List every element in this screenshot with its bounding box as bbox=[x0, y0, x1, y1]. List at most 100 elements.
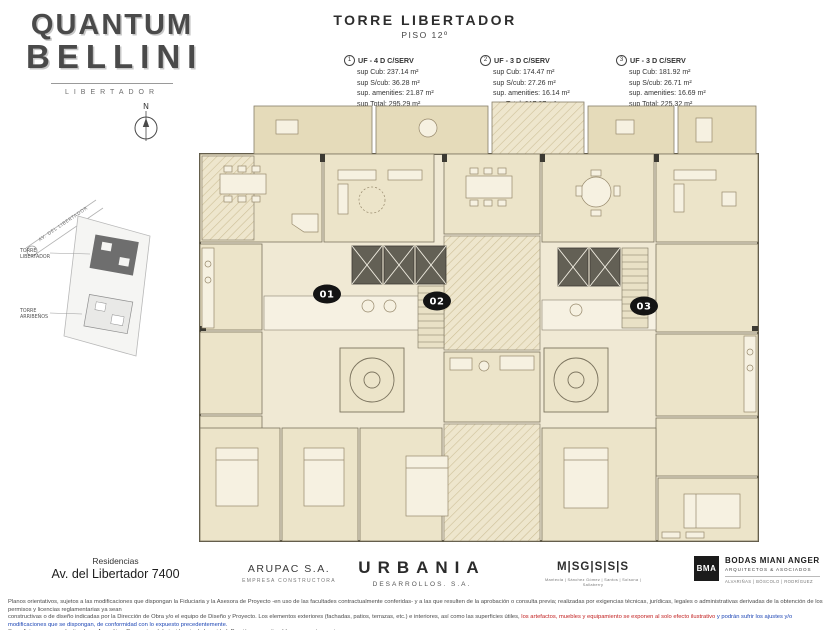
disclaimer-line-2-red: los artefactos, muebles y equipamiento s… bbox=[521, 614, 716, 621]
elevator-x-marks bbox=[351, 245, 447, 285]
sheet-title: TORRE LIBERTADOR bbox=[333, 12, 517, 28]
unit-2-type: UF - 3 D C/SERV bbox=[494, 56, 550, 65]
bma-partner-names: ALVARIÑAS | BÓSCOLO | RODRÍGUEZ bbox=[725, 576, 820, 584]
sup-cub-label: sup Cub: bbox=[629, 69, 658, 76]
unit-1-header: 1 UF - 4 D C/SERV bbox=[344, 55, 462, 66]
sup-scub-value: 27.26 m² bbox=[528, 79, 556, 87]
brand-tagline: LIBERTADOR bbox=[50, 83, 174, 96]
footer-msgsss-logo: M|SG|S|S|S Manteola | Sánchez Gómez | Sa… bbox=[543, 561, 643, 587]
amenities-value: 16.14 m² bbox=[542, 90, 570, 97]
north-compass-icon: N bbox=[134, 102, 158, 141]
sup-scub-label: sup S/cub: bbox=[629, 79, 663, 87]
leader-line-arribenos bbox=[49, 312, 83, 315]
unit-2-number-circle: 2 bbox=[480, 55, 491, 66]
unit-3-amenities: sup. amenities: 16.69 m² bbox=[616, 89, 734, 100]
unit-3-sup-cub: sup Cub: 181.92 m² bbox=[616, 68, 734, 79]
urbania-name: URBANIA bbox=[358, 558, 486, 577]
amenities-value: 16.69 m² bbox=[678, 90, 706, 97]
tower-libertador-label-2: LIBERTADOR bbox=[20, 254, 51, 260]
roundabout-icon bbox=[26, 245, 38, 257]
disclaimer-line-2-pre: constructivas o de diseño indicadas por … bbox=[8, 614, 522, 621]
unit-1-type: UF - 4 D C/SERV bbox=[358, 56, 414, 65]
urbania-subtitle: DESARROLLOS. S.A. bbox=[372, 581, 472, 588]
brand-name-bellini: BELLINI bbox=[26, 38, 204, 75]
unit-info-1: 1 UF - 4 D C/SERV sup Cub: 237.14 m² sup… bbox=[344, 55, 462, 110]
amenities-label: sup. amenities: bbox=[357, 90, 405, 97]
round-features bbox=[339, 347, 609, 413]
total-value: 225.32 m² bbox=[660, 100, 693, 108]
footer-arupac-logo: ARUPAC S.A. EMPRESA CONSTRUCTORA bbox=[233, 563, 345, 584]
bma-logo-mark: BMA bbox=[694, 556, 719, 581]
tower-libertador-label-1: TORRE bbox=[19, 248, 36, 254]
unit-info-3: 3 UF - 3 D C/SERV sup Cub: 181.92 m² sup… bbox=[616, 55, 734, 110]
plan-furniture bbox=[201, 117, 757, 539]
elevator-core-b bbox=[557, 247, 621, 287]
sup-cub-label: sup Cub: bbox=[493, 69, 522, 76]
brand-logo: QUANTUM BELLINI LIBERTADOR bbox=[26, 10, 198, 99]
total-label: sup Total: bbox=[357, 100, 387, 108]
structural-columns bbox=[200, 154, 758, 331]
brand-name-quantum: QUANTUM bbox=[30, 9, 194, 41]
disclaimer-line-2-blue: y podrán sufrir los ajustes y/o modifica… bbox=[8, 614, 793, 628]
sup-cub-label: sup Cub: bbox=[357, 69, 386, 76]
plan-terraces bbox=[253, 101, 757, 155]
unit-badges: 01 02 03 bbox=[313, 284, 658, 316]
sup-cub-value: 174.47 m² bbox=[522, 69, 555, 76]
sup-scub-value: 36.28 m² bbox=[392, 79, 420, 87]
unit-1-number-circle: 1 bbox=[344, 55, 355, 66]
bma-subtitle: ARQUITECTOS & ASOCIADOS bbox=[725, 567, 812, 572]
sup-scub-value: 26.71 m² bbox=[664, 79, 692, 87]
elevator-x-marks bbox=[557, 247, 621, 287]
unit-3-sup-scub: sup S/cub: 26.71 m² bbox=[616, 79, 734, 90]
piano-icon bbox=[291, 213, 319, 233]
unit-2-sup-scub: sup S/cub: 27.26 m² bbox=[480, 79, 598, 90]
compass-n-label: N bbox=[143, 102, 149, 111]
footer-residences-label: Residencias bbox=[92, 556, 139, 566]
amenities-value: 21.87 m² bbox=[406, 90, 434, 97]
sheet-title-block: TORRE LIBERTADOR PISO 12º bbox=[330, 12, 520, 40]
compass-needle-tip bbox=[142, 118, 150, 127]
msgsss-subtitle: Manteola | Sánchez Gómez | Santos | Sols… bbox=[544, 577, 642, 587]
disclaimer-line-2: constructivas o de diseño indicadas por … bbox=[8, 614, 832, 629]
total-label: sup Total: bbox=[629, 100, 659, 108]
disclaimer-line-1: Planos orientativos, sujetos a las modif… bbox=[8, 599, 823, 613]
unit-2-header: 2 UF - 3 D C/SERV bbox=[480, 55, 598, 66]
tower-arribenos-label-2: ARRIBEÑOS bbox=[20, 313, 48, 320]
unit-1-sup-cub: sup Cub: 237.14 m² bbox=[344, 68, 462, 79]
unit-2-sup-cub: sup Cub: 174.47 m² bbox=[480, 68, 598, 79]
elevator-core-a bbox=[351, 245, 447, 285]
unit-2-amenities: sup. amenities: 16.14 m² bbox=[480, 89, 598, 100]
arupac-name: ARUPAC S.A. bbox=[247, 563, 331, 575]
tower-arribenos-footprint bbox=[83, 294, 134, 335]
unit-3-number-circle: 3 bbox=[616, 55, 627, 66]
unit-02-badge bbox=[423, 291, 451, 311]
tower-libertador-footprint bbox=[89, 234, 139, 276]
leader-line-libertador bbox=[49, 252, 91, 255]
unit-3-type: UF - 3 D C/SERV bbox=[630, 56, 686, 65]
sup-cub-value: 237.14 m² bbox=[386, 69, 419, 76]
sup-scub-label: sup S/cub: bbox=[493, 79, 527, 87]
amenities-label: sup. amenities: bbox=[493, 90, 541, 97]
bma-name: BODAS MIANI ANGER bbox=[725, 556, 820, 565]
unit-3-header: 3 UF - 3 D C/SERV bbox=[616, 55, 734, 66]
footer-address: Av. del Libertador 7400 bbox=[51, 567, 180, 581]
tower-arribenos-label-1: TORRE bbox=[19, 308, 36, 314]
unit-1-amenities: sup. amenities: 21.87 m² bbox=[344, 89, 462, 100]
unit-03-badge bbox=[630, 296, 658, 316]
unit-02-badge-label: 02 bbox=[430, 297, 445, 308]
arupac-subtitle: EMPRESA CONSTRUCTORA bbox=[242, 578, 336, 584]
legal-disclaimer: Planos orientativos, sujetos a las modif… bbox=[8, 599, 832, 630]
unit-03-badge-label: 03 bbox=[637, 302, 652, 313]
footer-urbania-logo: URBANIA DESARROLLOS. S.A. bbox=[348, 558, 496, 588]
unit-1-sup-scub: sup S/cub: 36.28 m² bbox=[344, 79, 462, 90]
unit-3-total: sup Total: 225.32 m² bbox=[616, 100, 734, 111]
sheet-floor-label: PISO 12º bbox=[401, 30, 449, 40]
sup-scub-label: sup S/cub: bbox=[357, 79, 391, 87]
msgsss-name: M|SG|S|S|S bbox=[556, 561, 630, 573]
sup-cub-value: 181.92 m² bbox=[658, 69, 691, 76]
total-value: 295.29 m² bbox=[388, 100, 421, 108]
footer-bma-logo: BMA BODAS MIANI ANGER ARQUITECTOS & ASOC… bbox=[694, 556, 820, 584]
footer-address-block: Residencias Av. del Libertador 7400 bbox=[38, 556, 193, 581]
unit-1-total: sup Total: 295.29 m² bbox=[344, 100, 462, 111]
